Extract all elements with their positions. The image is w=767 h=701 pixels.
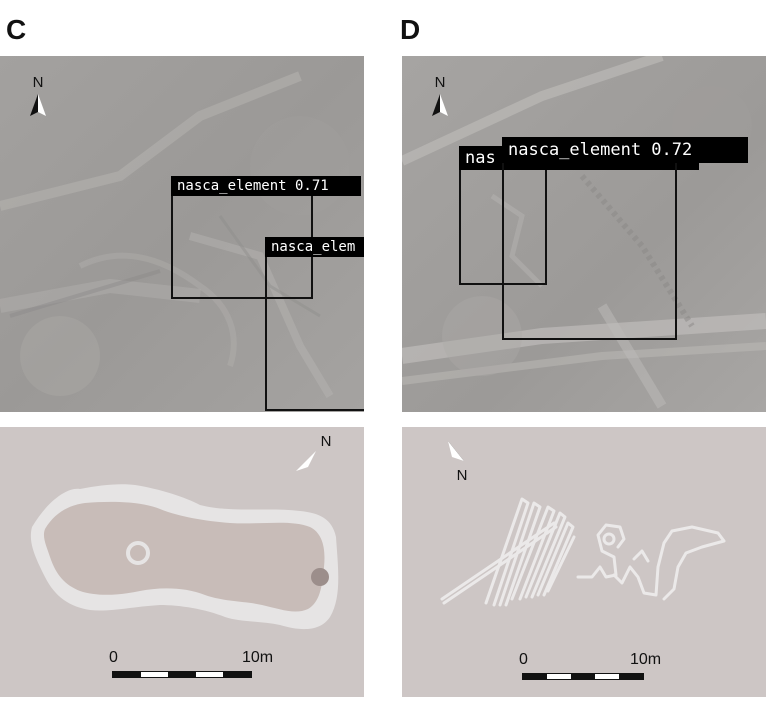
geoglyph-outline-d [440,497,726,607]
north-arrow-icon [296,451,316,471]
geoglyph-outline-c [30,484,339,630]
north-arrow-icon [30,94,46,116]
panel-letter-c: C [6,14,27,45]
north-label: N [32,74,44,91]
satellite-photo-d: N nas nasca_element 0.72 [402,56,766,412]
geoglyph-sketch-d: N 0 10m [402,427,766,697]
north-arrow-d: N [428,74,468,134]
detection-box-d-1 [502,155,677,340]
satellite-photo-c: N nasca_element 0.71 nasca_elem [0,56,364,412]
scale-start-label: 0 [519,651,528,668]
detection-box-c-2 [265,253,364,411]
detection-label-c-1: nasca_element 0.71 [171,176,361,196]
north-label: N [320,433,332,450]
scale-end-label: 10m [630,651,662,668]
geoglyph-sketch-c: N 0 10m [0,427,364,697]
north-arrow-c: N [26,74,66,134]
scale-end-label: 10m [242,649,274,666]
scale-start-label: 0 [109,649,118,666]
north-arrow-c-sketch: N [292,433,352,493]
panel-letter-d: D [400,14,421,45]
scale-bar-d: 0 10m [519,651,672,691]
scale-bar-icon [112,671,252,678]
detection-label-c-2: nasca_elem [265,237,364,257]
north-label: N [456,467,468,484]
north-arrow-d-sketch: N [446,439,486,499]
north-label: N [434,74,446,91]
detection-label-d-1: nasca_element 0.72 [502,137,748,163]
north-arrow-icon [448,441,464,461]
scale-bar-icon [522,673,644,680]
north-arrow-icon [432,94,448,116]
scale-bar-c: 0 10m [109,649,273,689]
